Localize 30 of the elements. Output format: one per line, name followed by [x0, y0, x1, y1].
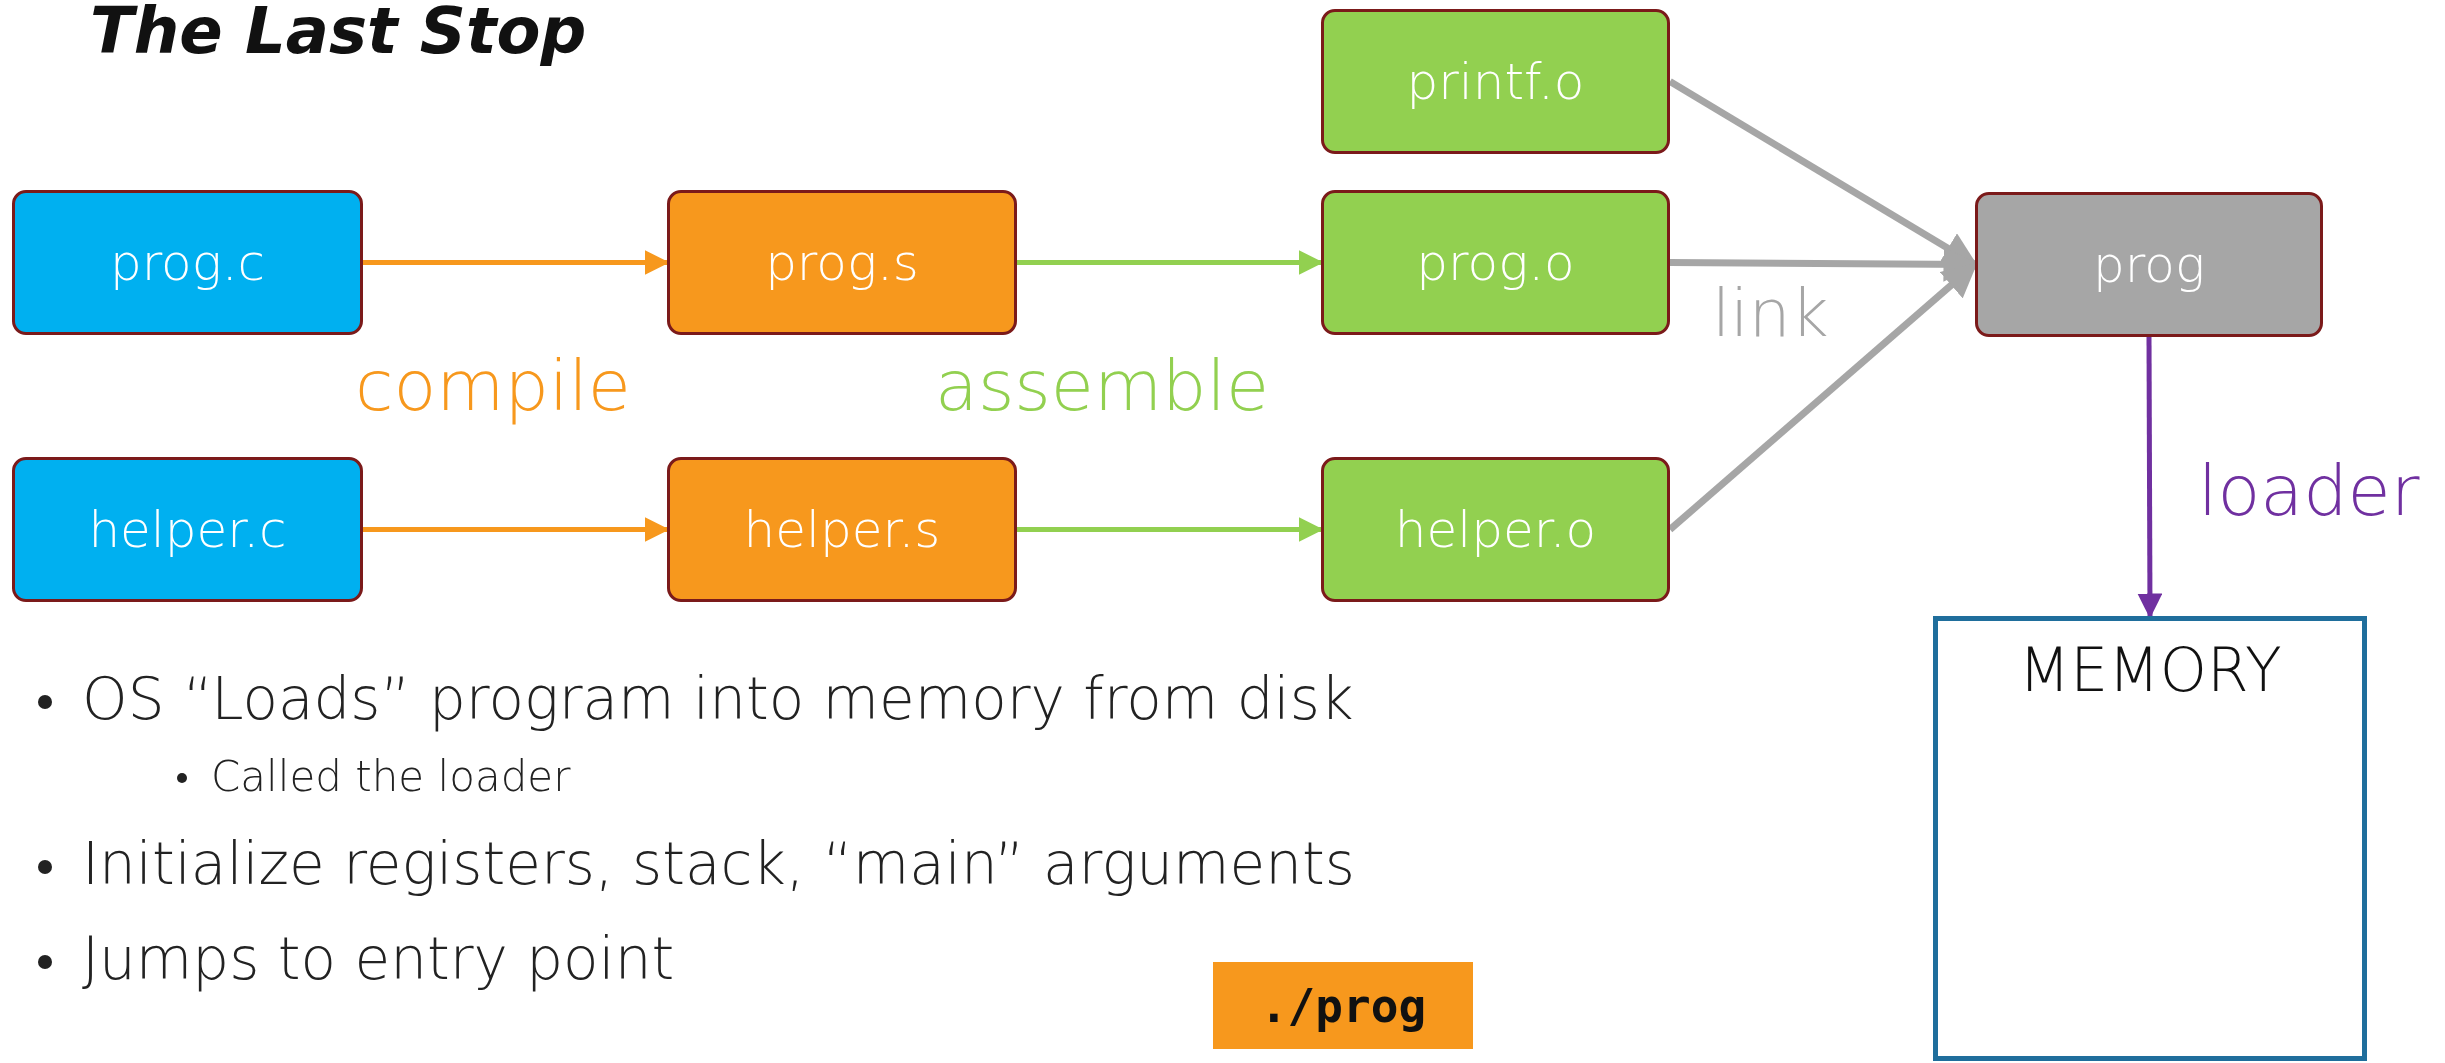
file-box: [1321, 457, 1670, 602]
memory-box: [1933, 616, 2367, 1061]
file-box: [667, 457, 1017, 602]
step-label: assemble: [935, 345, 1270, 427]
file-box: [1975, 192, 2323, 337]
step-label: link: [1712, 275, 1829, 352]
file-name: helper.c: [88, 500, 287, 559]
file-name: helper.o: [1394, 500, 1597, 559]
file-name: ./prog: [1259, 978, 1427, 1033]
file-box: [1321, 9, 1670, 154]
file-name: helper.s: [743, 500, 941, 559]
bullet-text: Jumps to entry point: [82, 925, 675, 993]
file-name: prog: [2093, 235, 2205, 294]
bullet-text: OS “Loads” program into memory from disk: [82, 665, 1354, 733]
slide-title: The Last Stop: [90, 0, 587, 68]
bullet-text: Called the loader: [211, 752, 571, 801]
file-box: [667, 190, 1017, 335]
step-label: compile: [355, 345, 631, 427]
arrow: [2137, 337, 2163, 619]
bullet-text: Initialize registers, stack, “main” arguments: [82, 830, 1355, 898]
file-name: prog.c: [109, 233, 266, 292]
step-label: loader: [2198, 450, 2420, 532]
file-name: MEMORY: [2018, 635, 2282, 705]
command-box: [1213, 962, 1473, 1049]
file-name: printf.o: [1406, 52, 1585, 111]
file-box: [12, 190, 363, 335]
file-box: [1321, 190, 1670, 335]
file-name: prog.s: [765, 233, 919, 292]
file-name: prog.o: [1416, 233, 1575, 292]
file-box: [12, 457, 363, 602]
